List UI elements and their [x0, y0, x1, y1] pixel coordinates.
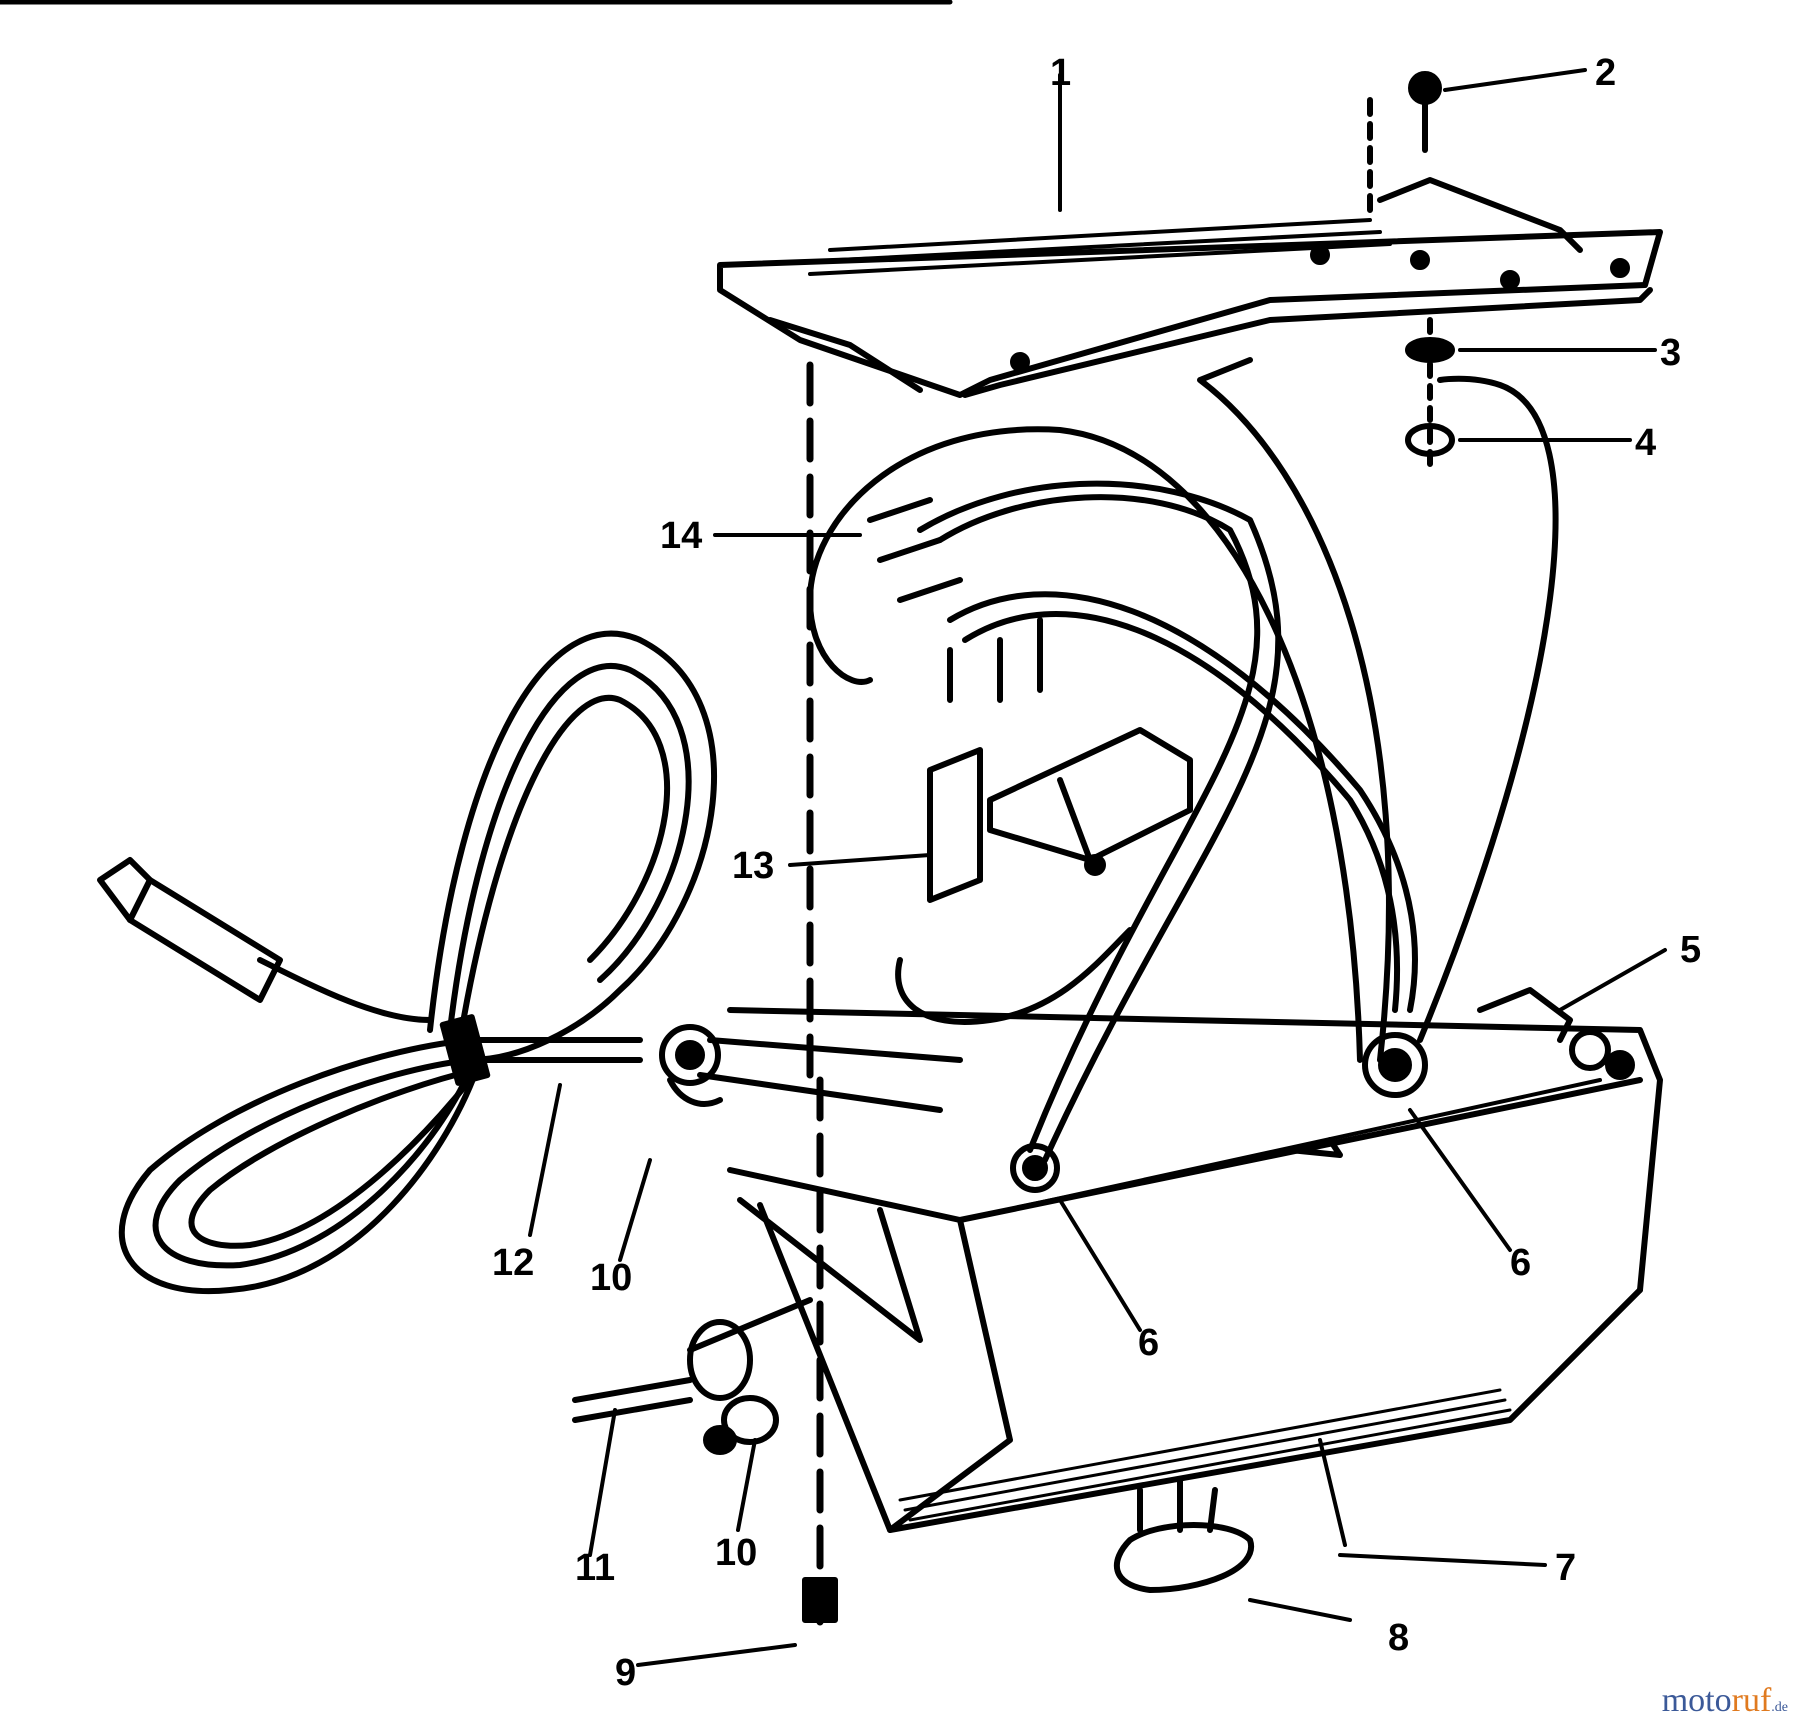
callout-13: 13 — [732, 845, 774, 887]
wiring — [807, 357, 1559, 1163]
housing — [727, 361, 1663, 1634]
strain-relief-10 — [667, 1077, 813, 1455]
callout-12: 12 — [492, 1242, 534, 1284]
foot-8 — [1113, 1477, 1255, 1593]
screw-2 — [1367, 71, 1442, 213]
callout-8: 8 — [1388, 1617, 1409, 1659]
callout-1: 1 — [1050, 52, 1071, 94]
fastener-9 — [802, 1577, 838, 1623]
callout-14: 14 — [660, 515, 702, 557]
callout-10-upper: 10 — [590, 1257, 632, 1299]
switch-13 — [867, 497, 1193, 1025]
callout-5: 5 — [1680, 929, 1701, 971]
callout-6-left: 6 — [1138, 1322, 1159, 1364]
leader-lines — [528, 68, 1667, 1667]
top-plate — [717, 177, 1663, 398]
callout-7: 7 — [1555, 1547, 1576, 1589]
motoruf-watermark: motoruf.de — [1662, 1682, 1788, 1720]
callout-4: 4 — [1635, 422, 1656, 464]
callout-11: 11 — [575, 1547, 615, 1589]
watermark-part1: moto — [1661, 1682, 1732, 1719]
watermark-part2: ruf — [1731, 1682, 1772, 1719]
watermark-part3: .de — [1771, 1700, 1788, 1715]
power-cord-12 — [97, 630, 963, 1295]
lead-wire-11 — [572, 1377, 693, 1423]
callout-labels: 1 2 3 4 14 13 5 6 6 12 10 11 10 7 8 9 — [492, 52, 1701, 1694]
callout-9: 9 — [615, 1652, 636, 1694]
clamp-5 — [1477, 987, 1635, 1080]
callout-2: 2 — [1595, 52, 1616, 94]
callout-3: 3 — [1660, 332, 1681, 374]
callout-10-lower: 10 — [715, 1532, 757, 1574]
callout-6-right: 6 — [1510, 1242, 1531, 1284]
